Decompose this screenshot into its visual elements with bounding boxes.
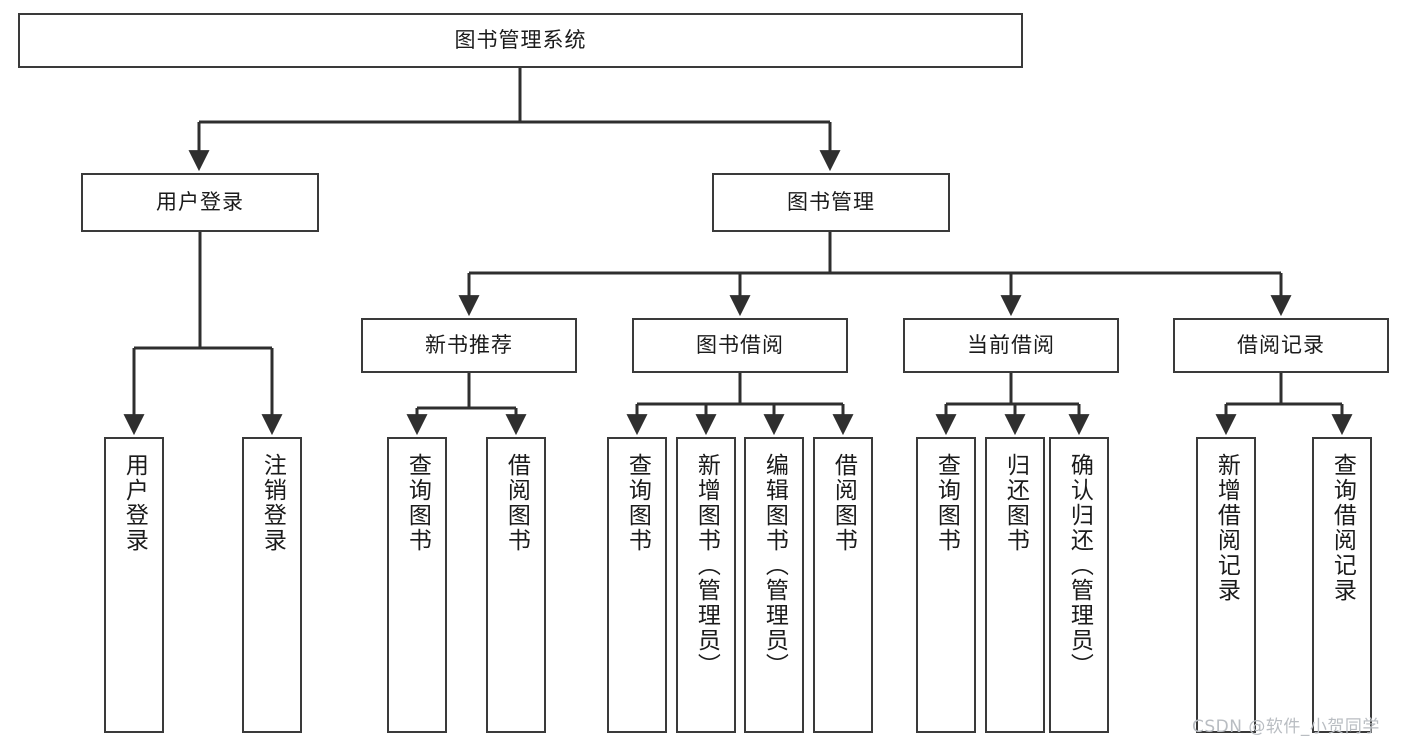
node-book-manage[interactable]: 图书管理 xyxy=(712,173,950,232)
node-leaf-add-book[interactable]: 新增图书（管理员） xyxy=(676,437,736,733)
node-leaf-logout-label: 注销登录 xyxy=(259,453,286,553)
node-leaf-return-book[interactable]: 归还图书 xyxy=(985,437,1045,733)
node-root-label: 图书管理系统 xyxy=(454,28,587,53)
node-leaf-add-record[interactable]: 新增借阅记录 xyxy=(1196,437,1256,733)
node-user-login-label: 用户登录 xyxy=(156,190,244,215)
csdn-watermark: CSDN @软件_小贺同学 xyxy=(1192,717,1380,737)
node-leaf-query-book-3-label: 查询图书 xyxy=(933,453,960,553)
node-book-borrow[interactable]: 图书借阅 xyxy=(632,318,848,373)
node-leaf-query-book-3[interactable]: 查询图书 xyxy=(916,437,976,733)
node-new-book-rec[interactable]: 新书推荐 xyxy=(361,318,577,373)
node-leaf-add-book-label: 新增图书（管理员） xyxy=(693,453,720,678)
node-leaf-query-book-1[interactable]: 查询图书 xyxy=(387,437,447,733)
node-borrow-record[interactable]: 借阅记录 xyxy=(1173,318,1389,373)
node-leaf-query-book-1-label: 查询图书 xyxy=(404,453,431,553)
node-book-manage-label: 图书管理 xyxy=(787,190,875,215)
node-root[interactable]: 图书管理系统 xyxy=(18,13,1023,68)
node-new-book-rec-label: 新书推荐 xyxy=(425,333,513,358)
node-current-borrow-label: 当前借阅 xyxy=(967,333,1055,358)
node-leaf-user-login-label: 用户登录 xyxy=(121,453,148,553)
node-leaf-edit-book-label: 编辑图书（管理员） xyxy=(761,453,788,678)
node-leaf-edit-book[interactable]: 编辑图书（管理员） xyxy=(744,437,804,733)
node-leaf-query-record[interactable]: 查询借阅记录 xyxy=(1312,437,1372,733)
node-current-borrow[interactable]: 当前借阅 xyxy=(903,318,1119,373)
node-leaf-add-record-label: 新增借阅记录 xyxy=(1213,453,1240,603)
node-leaf-borrow-book-1[interactable]: 借阅图书 xyxy=(486,437,546,733)
node-leaf-user-login[interactable]: 用户登录 xyxy=(104,437,164,733)
node-leaf-query-book-2[interactable]: 查询图书 xyxy=(607,437,667,733)
node-leaf-query-record-label: 查询借阅记录 xyxy=(1329,453,1356,603)
node-leaf-borrow-book-2-label: 借阅图书 xyxy=(830,453,857,553)
node-leaf-logout[interactable]: 注销登录 xyxy=(242,437,302,733)
node-book-borrow-label: 图书借阅 xyxy=(696,333,784,358)
node-borrow-record-label: 借阅记录 xyxy=(1237,333,1325,358)
node-leaf-borrow-book-2[interactable]: 借阅图书 xyxy=(813,437,873,733)
node-leaf-confirm-return[interactable]: 确认归还（管理员） xyxy=(1049,437,1109,733)
node-user-login[interactable]: 用户登录 xyxy=(81,173,319,232)
node-leaf-borrow-book-1-label: 借阅图书 xyxy=(503,453,530,553)
node-leaf-confirm-return-label: 确认归还（管理员） xyxy=(1066,453,1093,678)
node-leaf-query-book-2-label: 查询图书 xyxy=(624,453,651,553)
node-leaf-return-book-label: 归还图书 xyxy=(1002,453,1029,553)
